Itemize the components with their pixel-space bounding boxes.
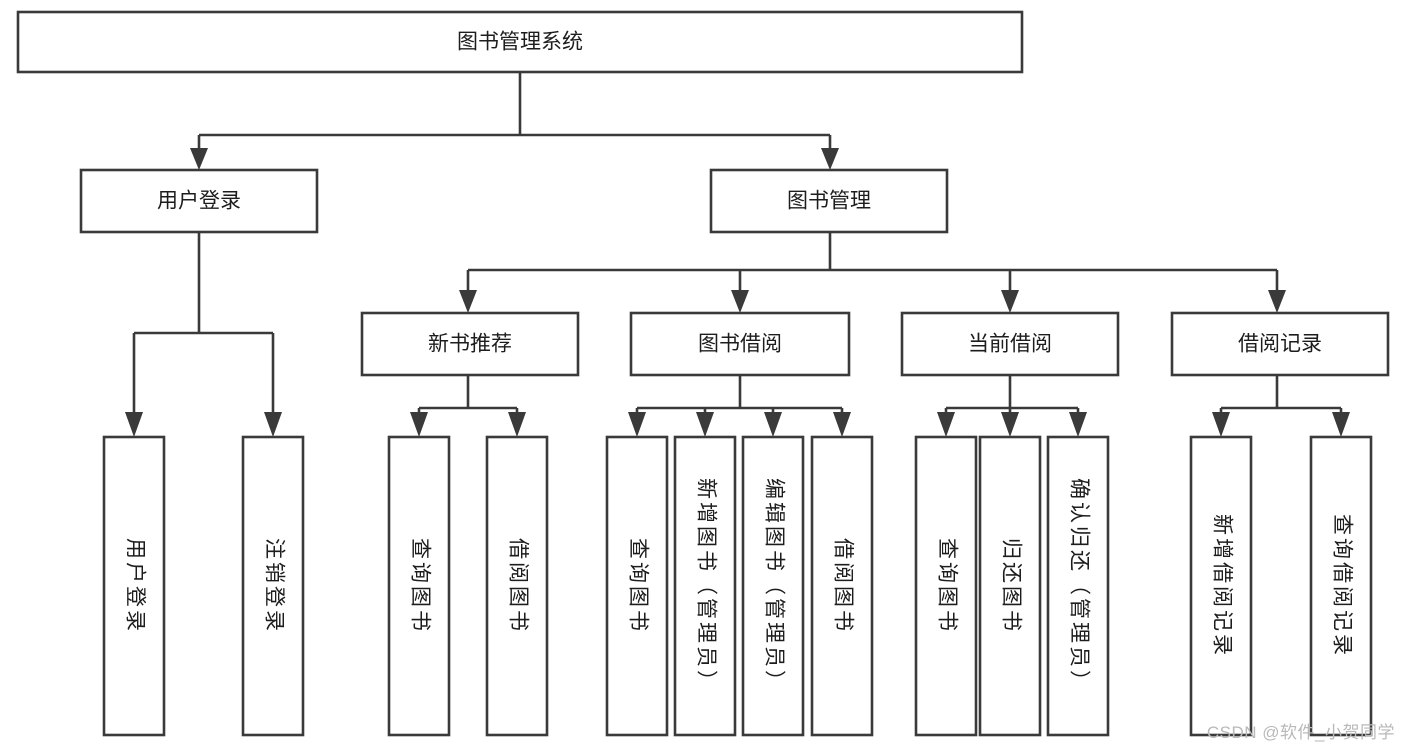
connector-layer [125,72,1350,437]
node-root-label: 图书管理系统 [457,31,583,54]
leaf-node-borrow-record-2-box[interactable] [1309,435,1373,737]
arrow-head-leaf-borrowrecord-1 [1212,412,1230,437]
leaf-node-book-borrow-2[interactable]: 新增图书（管理员） [673,435,737,737]
node-new-book-recommend-label: 新书推荐 [428,333,512,356]
leaf-node-book-borrow-4-label: 借阅图书 [831,538,854,634]
node-user-login-box[interactable] [79,168,319,234]
leaf-node-borrow-record-1-label: 新增借阅记录 [1210,514,1233,658]
leaf-node-book-borrow-3-label: 编辑图书（管理员） [762,478,785,694]
arrow-head-leaf-bookborrow-2 [696,412,714,437]
node-new-book-recommend-box[interactable] [360,311,580,377]
leaf-node-new-book-2-label: 借阅图书 [506,538,529,634]
node-borrow-record[interactable]: 借阅记录 [1170,311,1390,377]
arrow-head-level3-1 [459,290,477,313]
node-user-login-label: 用户登录 [157,190,241,213]
arrow-head-leaf-user-login-1 [125,412,143,437]
leaf-node-book-borrow-3[interactable]: 编辑图书（管理员） [741,435,805,737]
csdn-watermark: CSDN @软件_小贺同学 [1206,723,1395,742]
node-book-borrow[interactable]: 图书借阅 [629,311,851,377]
node-book-management-box[interactable] [709,168,949,234]
arrow-head-leaf-borrowrecord-2 [1332,412,1350,437]
leaf-node-new-book-2[interactable]: 借阅图书 [485,435,549,737]
leaf-node-borrow-record-2[interactable]: 查询借阅记录 [1309,435,1373,737]
leaf-node-user-login-2-label: 注销登录 [262,538,285,634]
leaf-node-new-book-1-box[interactable] [387,435,451,737]
node-current-borrow-box[interactable] [900,311,1120,377]
node-current-borrow[interactable]: 当前借阅 [900,311,1120,377]
arrow-head-leaf-newbook-2 [508,412,526,437]
node-book-borrow-label: 图书借阅 [698,333,782,356]
node-current-borrow-label: 当前借阅 [968,333,1052,356]
leaf-node-new-book-1[interactable]: 查询图书 [387,435,451,737]
node-root-box[interactable] [16,10,1024,74]
arrow-head-leaf-newbook-1 [410,412,428,437]
leaf-node-book-borrow-1-label: 查询图书 [626,538,649,634]
leaf-node-book-borrow-4-box[interactable] [810,435,874,737]
leaf-node-book-borrow-3-box[interactable] [741,435,805,737]
leaf-node-book-borrow-2-label: 新增图书（管理员） [694,478,717,694]
leaf-node-book-borrow-1[interactable]: 查询图书 [605,435,669,737]
leaf-node-current-borrow-3-label: 确认归还（管理员） [1067,478,1090,694]
leaf-node-user-login-2-box[interactable] [241,435,305,737]
node-book-management-label: 图书管理 [787,190,871,213]
arrow-head-leaf-user-login-2 [264,412,282,437]
node-book-management[interactable]: 图书管理 [709,168,949,234]
leaf-node-user-login-1-label: 用户登录 [123,538,146,634]
leaf-node-current-borrow-2-box[interactable] [978,435,1042,737]
arrow-head-level3-2 [731,290,749,313]
leaf-node-current-borrow-2[interactable]: 归还图书 [978,435,1042,737]
leaf-node-current-borrow-3[interactable]: 确认归还（管理员） [1046,435,1110,737]
leaf-node-user-login-1-box[interactable] [102,435,166,737]
arrow-head-userlogin [190,148,208,170]
node-new-book-recommend[interactable]: 新书推荐 [360,311,580,377]
arrow-head-leaf-bookborrow-1 [628,412,646,437]
arrow-head-bookmgmt [821,148,839,170]
leaf-node-borrow-record-2-label: 查询借阅记录 [1330,514,1353,658]
leaf-node-borrow-record-1[interactable]: 新增借阅记录 [1189,435,1253,737]
node-root[interactable]: 图书管理系统 [16,10,1024,74]
arrow-head-leaf-currentborrow-3 [1069,412,1087,437]
leaf-node-user-login-2[interactable]: 注销登录 [241,435,305,737]
leaf-node-book-borrow-2-box[interactable] [673,435,737,737]
leaf-node-book-borrow-4[interactable]: 借阅图书 [810,435,874,737]
leaf-node-book-borrow-1-box[interactable] [605,435,669,737]
leaf-node-borrow-record-1-box[interactable] [1189,435,1253,737]
leaf-node-current-borrow-1-label: 查询图书 [935,538,958,634]
node-book-borrow-box[interactable] [629,311,851,377]
leaf-node-user-login-1[interactable]: 用户登录 [102,435,166,737]
arrow-head-leaf-currentborrow-2 [1001,412,1019,437]
leaf-node-current-borrow-1-box[interactable] [914,435,978,737]
node-borrow-record-box[interactable] [1170,311,1390,377]
leaf-node-current-borrow-3-box[interactable] [1046,435,1110,737]
leaf-node-new-book-1-label: 查询图书 [408,538,431,634]
arrow-head-level3-3 [1001,290,1019,313]
node-user-login[interactable]: 用户登录 [79,168,319,234]
node-borrow-record-label: 借阅记录 [1238,333,1322,356]
arrow-head-level3-4 [1268,290,1286,313]
arrow-head-leaf-bookborrow-4 [833,412,851,437]
leaf-node-new-book-2-box[interactable] [485,435,549,737]
arrow-head-leaf-bookborrow-3 [764,412,782,437]
leaf-node-current-borrow-2-label: 归还图书 [999,538,1022,634]
arrow-head-leaf-currentborrow-1 [937,412,955,437]
leaf-node-current-borrow-1[interactable]: 查询图书 [914,435,978,737]
